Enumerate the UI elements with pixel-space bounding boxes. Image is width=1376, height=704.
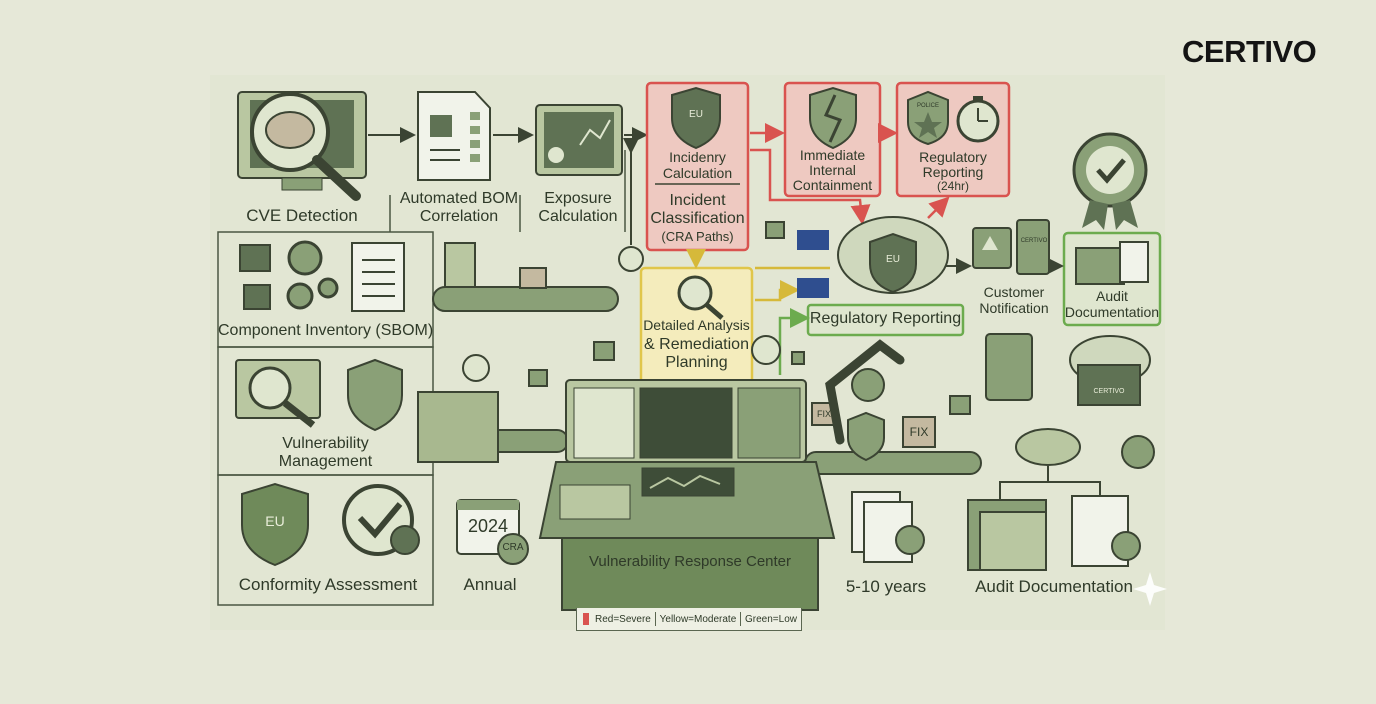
retention-label: 5-10 years	[845, 577, 927, 596]
eu-shield-icon	[671, 86, 721, 150]
sbom-label: Component Inventory (SBOM)	[218, 322, 434, 339]
certivo-laptop-text: CERTIVO	[1093, 388, 1125, 395]
containment-label-line1: Immediate	[799, 147, 866, 163]
vuln-monitor-icon	[235, 358, 403, 432]
analysis-label-line3: Planning	[665, 354, 728, 371]
reg24-label-line2: Reporting	[922, 164, 984, 180]
audit-box	[1062, 231, 1162, 327]
exposure-label-line1: Exposure	[544, 190, 612, 207]
vuln-label-line2: Management	[278, 453, 373, 470]
analysis-label-line1: Detailed Analysis	[643, 317, 750, 333]
year-label: 2024	[467, 516, 509, 536]
stopwatch-icon	[956, 96, 1000, 143]
fix-label-small: FIX	[816, 409, 831, 419]
audit-documentation-label: Audit Documentation	[975, 577, 1133, 596]
incidency-label-line2: Calculation	[662, 165, 733, 181]
severity-legend: Red=Severe Yellow=Moderate Green=Low	[576, 608, 802, 631]
containment-label-line3: Containment	[792, 177, 873, 193]
response-center-label: Vulnerability Response Center	[588, 553, 792, 570]
control-console	[538, 379, 836, 611]
cloud-devices-icon	[985, 333, 1155, 500]
conveyor-bottom	[417, 391, 982, 475]
certivo-logo: CERTIVO	[1182, 34, 1317, 69]
lock-icons	[528, 221, 971, 415]
reg24-label-line1: Regulatory	[919, 149, 987, 165]
audit-box-label-line2: Documentation	[1064, 304, 1160, 320]
customer-label-line2: Notification	[979, 300, 1049, 316]
audit-box-label-line1: Audit	[1096, 288, 1128, 304]
customer-label-line1: Customer	[983, 284, 1045, 300]
police-badge-icon	[907, 90, 949, 146]
classification-label-line1: Incident	[669, 192, 726, 209]
bom-label-line2: Correlation	[419, 208, 499, 225]
legend-green: Green=Low	[745, 613, 797, 625]
audit-folders-icon	[967, 495, 1141, 571]
robot-arm-icon	[825, 339, 905, 462]
incidency-label-line1: Incidenry	[669, 149, 726, 165]
legend-separator	[740, 612, 742, 626]
exposure-dashboard-icon	[535, 104, 623, 176]
certified-seal-icon	[1072, 132, 1148, 230]
conformity-label: Conformity Assessment	[238, 575, 418, 594]
regulatory-reporting-label: Regulatory Reporting	[809, 310, 962, 327]
fix-label-large: FIX	[909, 425, 929, 439]
cve-monitor-icon	[237, 91, 367, 201]
bom-document-icon	[417, 91, 491, 181]
severe-swatch	[583, 613, 589, 625]
regulatory-box	[797, 216, 965, 337]
cve-detection-label: CVE Detection	[246, 206, 358, 225]
vuln-label-line1: Vulnerability	[282, 435, 369, 452]
left-panels	[217, 231, 434, 606]
classification-label-line2: Classification	[650, 210, 745, 227]
certivo-device-text: CERTIVO	[1020, 238, 1048, 244]
cra-label: CRA	[502, 542, 524, 553]
classification-label-line3: (CRA Paths)	[661, 229, 734, 244]
legend-separator	[654, 612, 656, 626]
bom-label-line1: Automated BOM	[399, 190, 519, 207]
annual-label: Annual	[463, 575, 517, 594]
devices-icon	[972, 219, 1050, 275]
broken-shield-icon	[809, 86, 857, 150]
moderate-box	[639, 249, 754, 390]
calendar-icon	[456, 499, 529, 565]
documents-seal-icon	[851, 491, 925, 563]
reg24-label-line3: (24hr)	[936, 179, 969, 193]
legend-red: Red=Severe	[595, 613, 651, 625]
police-badge-text: POLICE	[916, 103, 939, 109]
conformity-icons	[241, 482, 420, 567]
eu-conformity-text: EU	[265, 513, 285, 529]
exposure-label-line2: Calculation	[538, 208, 618, 225]
chip-gear-icons	[239, 240, 405, 312]
clock-icons	[462, 246, 781, 382]
eu-badge-text: EU	[689, 109, 703, 120]
eu-cloud-text: EU	[886, 254, 900, 265]
containment-label-line2: Internal	[809, 162, 856, 178]
conveyor-top	[432, 242, 619, 312]
legend-yellow: Yellow=Moderate	[659, 613, 737, 625]
analysis-label-line2: & Remediation	[644, 336, 749, 353]
